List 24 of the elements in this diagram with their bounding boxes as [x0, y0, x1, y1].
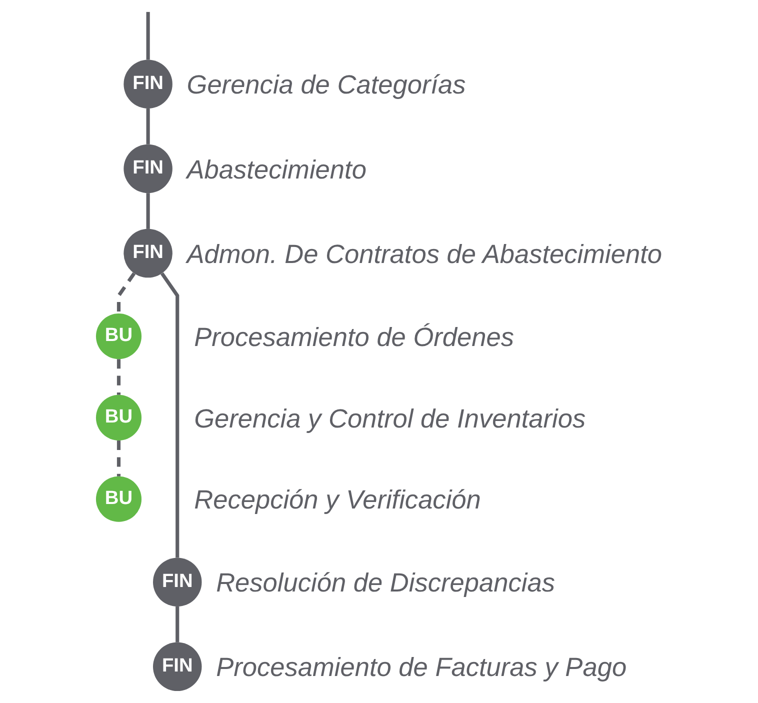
circle-node: FIN — [153, 558, 202, 606]
circle-node: FIN — [153, 642, 202, 692]
connector-line — [160, 272, 180, 558]
step-label: Admon. De Contratos de Abastecimiento — [186, 238, 662, 269]
step-label: Procesamiento de Órdenes — [194, 322, 514, 352]
connector-line — [146, 12, 150, 60]
step-label: Gerencia y Control de Inventarios — [194, 403, 586, 434]
dashed-line — [116, 440, 121, 476]
dashed-line — [116, 359, 121, 395]
circle-node: BU — [96, 476, 142, 522]
circle-node: FIN — [124, 228, 172, 278]
step-label: Gerencia de Categorías — [186, 70, 466, 100]
step-label: Abastecimiento — [186, 154, 366, 184]
circle-node: BU — [96, 394, 142, 440]
step-label: Recepción y Verificación — [194, 484, 481, 515]
connector-line — [146, 108, 150, 144]
step-label: Resolución de Discrepancias — [216, 568, 555, 598]
dashed-line — [116, 272, 136, 314]
step-label: Procesamiento de Facturas y Pago — [216, 652, 627, 682]
circle-node: FIN — [124, 144, 172, 194]
connector-line — [146, 193, 150, 229]
circle-node: FIN — [124, 60, 172, 108]
circle-node: BU — [96, 314, 142, 360]
connector-line — [176, 606, 180, 642]
